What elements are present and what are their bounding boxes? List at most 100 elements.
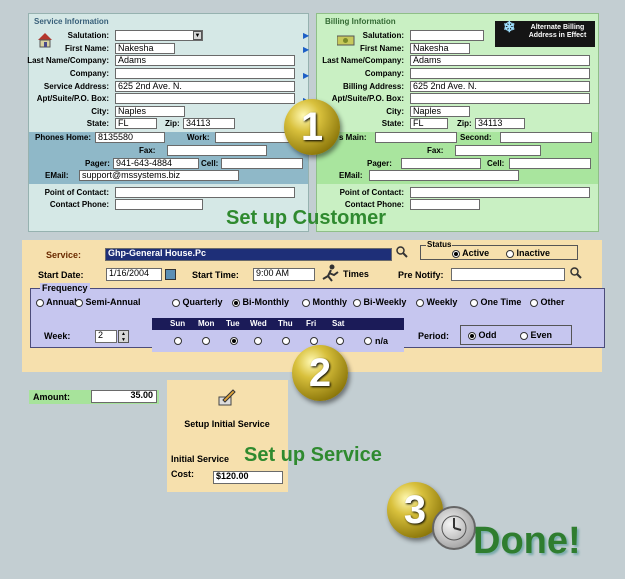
email-field[interactable]: support@mssystems.biz (79, 170, 239, 181)
runner-icon[interactable] (320, 264, 342, 282)
salutation-select[interactable] (115, 30, 203, 41)
odd-radio[interactable]: Odd (468, 330, 497, 340)
fax-field[interactable] (167, 145, 267, 156)
copy-right-arrow-icon[interactable]: ▶ (303, 31, 310, 40)
copy-right-arrow-icon[interactable]: ▶ (303, 45, 310, 54)
apt-field[interactable] (115, 93, 295, 104)
second-label: Second: (460, 133, 492, 142)
alternate-billing-label: Alternate Billing Address in Effect (528, 24, 587, 39)
last-name-field[interactable]: Adams (115, 55, 295, 66)
second-field[interactable] (500, 132, 592, 143)
billing-cell-label: Cell: (487, 159, 505, 168)
copy-right-arrow-icon[interactable]: ▶ (303, 71, 310, 80)
frequency-radio[interactable] (530, 298, 538, 307)
service-address-field[interactable]: 625 2nd Ave. N. (115, 81, 295, 92)
frequency-option-weekly[interactable]: Weekly (416, 297, 457, 307)
cost-field[interactable]: $120.00 (213, 471, 283, 484)
zip-field[interactable]: 34113 (183, 118, 235, 129)
day-radio-na[interactable] (364, 337, 372, 345)
odd-radio-dot[interactable] (468, 331, 476, 340)
week-label: Week: (44, 331, 71, 341)
search-icon[interactable] (396, 246, 408, 261)
frequency-option-label: Bi-Monthly (240, 297, 290, 307)
calendar-icon[interactable] (165, 269, 176, 280)
frequency-option-other[interactable]: Other (530, 297, 565, 307)
day-radio-wed[interactable] (254, 337, 262, 345)
billing-zip-field[interactable]: 34113 (475, 118, 525, 129)
billing-contact-phone-field[interactable] (410, 199, 480, 210)
zip-label: Zip: (165, 119, 180, 128)
day-radio-sat[interactable] (336, 337, 344, 345)
search-icon[interactable] (570, 267, 582, 281)
billing-email-field[interactable] (369, 170, 519, 181)
frequency-option-monthly[interactable]: Monthly (302, 297, 347, 307)
frequency-option-bi-monthly[interactable]: Bi-Monthly (232, 297, 289, 307)
frequency-option-annual[interactable]: Annual (36, 297, 77, 307)
day-radio-thu[interactable] (282, 337, 290, 345)
billing-first-name-field[interactable]: Nakesha (410, 43, 470, 54)
company-label: Company: (69, 69, 109, 78)
billing-last-name-field[interactable]: Adams (410, 55, 590, 66)
phone-home-field[interactable]: 8135580 (95, 132, 165, 143)
setup-initial-service-button[interactable]: Setup Initial Service (184, 419, 270, 429)
active-radio-dot[interactable] (452, 249, 460, 258)
pre-notify-field[interactable] (451, 268, 565, 281)
city-field[interactable]: Naples (115, 106, 185, 117)
cell-field[interactable] (221, 158, 303, 169)
chevron-down-icon[interactable]: ▼ (193, 31, 202, 40)
state-select[interactable]: FL (115, 118, 157, 129)
frequency-option-label: Other (538, 297, 565, 307)
frequency-radio[interactable] (470, 298, 478, 307)
na-label: n/a (375, 336, 389, 346)
frequency-radio[interactable] (232, 298, 240, 307)
billing-state-field[interactable]: FL (410, 118, 448, 129)
even-radio-dot[interactable] (520, 331, 528, 340)
phone-main-field[interactable] (375, 132, 457, 143)
frequency-option-semi-annual[interactable]: Semi-Annual (75, 297, 141, 307)
billing-fax-field[interactable] (455, 145, 541, 156)
pager-field[interactable]: 941-643-4884 (113, 158, 199, 169)
day-radio-sun[interactable] (174, 337, 182, 345)
billing-poc-field[interactable] (410, 187, 590, 198)
day-radio-fri[interactable] (310, 337, 318, 345)
day-radio-mon[interactable] (202, 337, 210, 345)
start-date-field[interactable]: 1/16/2004 (106, 268, 162, 281)
service-info-heading: Service Information (34, 17, 109, 26)
frequency-radio[interactable] (75, 298, 83, 307)
frequency-option-bi-weekly[interactable]: Bi-Weekly (353, 297, 406, 307)
billing-apt-field[interactable] (410, 93, 590, 104)
billing-company-field[interactable] (410, 68, 590, 79)
frequency-option-one-time[interactable]: One Time (470, 297, 521, 307)
service-information-panel: Service Information Salutation: ▼ First … (27, 13, 309, 232)
stopwatch-icon (432, 506, 476, 550)
even-radio[interactable]: Even (520, 330, 552, 340)
frequency-radio[interactable] (36, 298, 44, 307)
frequency-radio[interactable] (302, 298, 310, 307)
amount-field[interactable]: 35.00 (91, 390, 157, 403)
billing-pager-field[interactable] (401, 158, 481, 169)
contact-phone-field[interactable] (115, 199, 203, 210)
active-radio[interactable]: Active (452, 248, 489, 258)
frequency-radio[interactable] (416, 298, 424, 307)
week-field[interactable]: 2 (95, 330, 117, 343)
service-field[interactable]: Ghp-General House.Pc (105, 248, 392, 261)
billing-city-field[interactable]: Naples (410, 106, 470, 117)
first-name-field[interactable]: Nakesha (115, 43, 175, 54)
frequency-radio[interactable] (353, 298, 361, 307)
billing-cell-field[interactable] (509, 158, 591, 169)
alternate-billing-button[interactable]: ❄ Alternate Billing Address in Effect (495, 20, 595, 47)
billing-address-field[interactable]: 625 2nd Ave. N. (410, 81, 590, 92)
pencil-icon[interactable] (217, 387, 237, 407)
point-of-contact-field[interactable] (115, 187, 295, 198)
inactive-radio-dot[interactable] (506, 249, 514, 258)
frequency-option-quarterly[interactable]: Quarterly (172, 297, 223, 307)
inactive-radio[interactable]: Inactive (506, 248, 550, 258)
day-radio-tue[interactable] (230, 337, 238, 345)
billing-salutation-select[interactable] (410, 30, 484, 41)
week-stepper[interactable]: ▲▼ (118, 330, 129, 343)
contact-phone-label: Contact Phone: (49, 200, 109, 209)
frequency-radio[interactable] (172, 298, 180, 307)
company-field[interactable] (115, 68, 295, 79)
start-time-field[interactable]: 9:00 AM (253, 268, 315, 281)
times-label[interactable]: Times (343, 269, 369, 279)
